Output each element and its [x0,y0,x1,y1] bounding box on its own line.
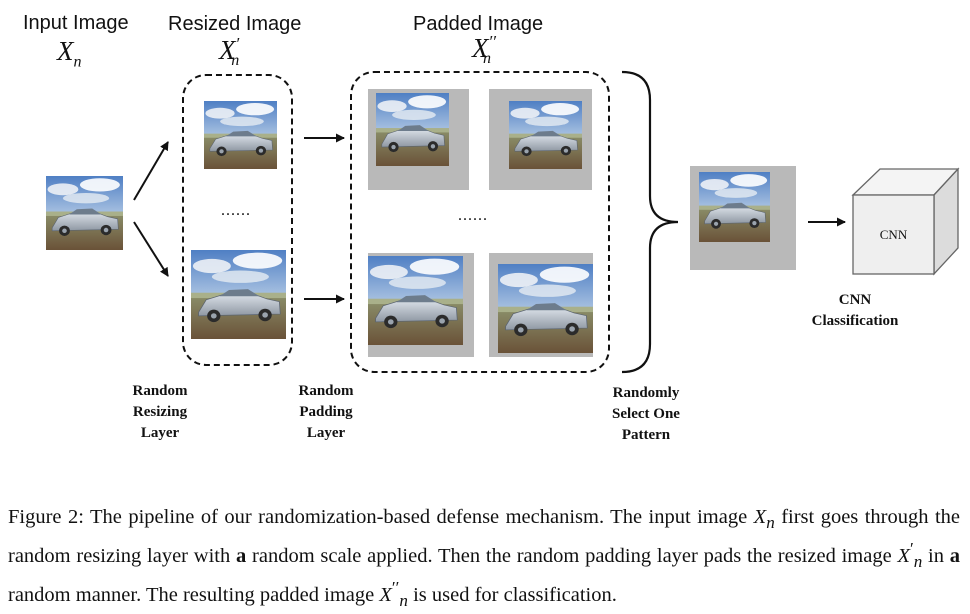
flow-arrows [133,70,846,374]
resized-image-heading: Resized Image [168,13,302,35]
padded-image-heading: Padded Image [413,13,544,35]
car-photo-icon [191,250,286,339]
brace-icon [621,70,679,374]
car-photo-icon [509,101,582,169]
padded-car-image [368,256,463,345]
padded-image-symbol: X′′n [472,32,496,68]
padded-car-image [498,264,593,353]
selected-car-image [699,172,770,242]
figure-caption: Figure 2: The pipeline of our randomizat… [8,506,961,610]
cnn-box-label: CNN [879,227,908,242]
car-photo-icon [498,264,593,353]
arrow-icon [133,141,169,201]
car-photo-icon [699,172,770,242]
input-image-heading: Input Image [23,12,129,34]
cube-icon [851,167,960,276]
car-photo-icon [204,101,277,169]
resized-car-image-large [191,250,286,339]
resized-car-image-small [204,101,277,169]
padded-ellipsis: ...... [458,207,488,224]
car-photo-icon [376,93,449,166]
padded-car-image [376,93,449,166]
resized-ellipsis: ...... [221,202,251,219]
resized-images-group [182,74,293,366]
arrow-icon [133,221,169,277]
resized-image-symbol: X′n [219,34,240,70]
car-photo-icon [368,256,463,345]
padded-images-group [350,71,610,373]
padded-car-image [509,101,582,169]
input-image-symbol: Xn [57,36,82,71]
